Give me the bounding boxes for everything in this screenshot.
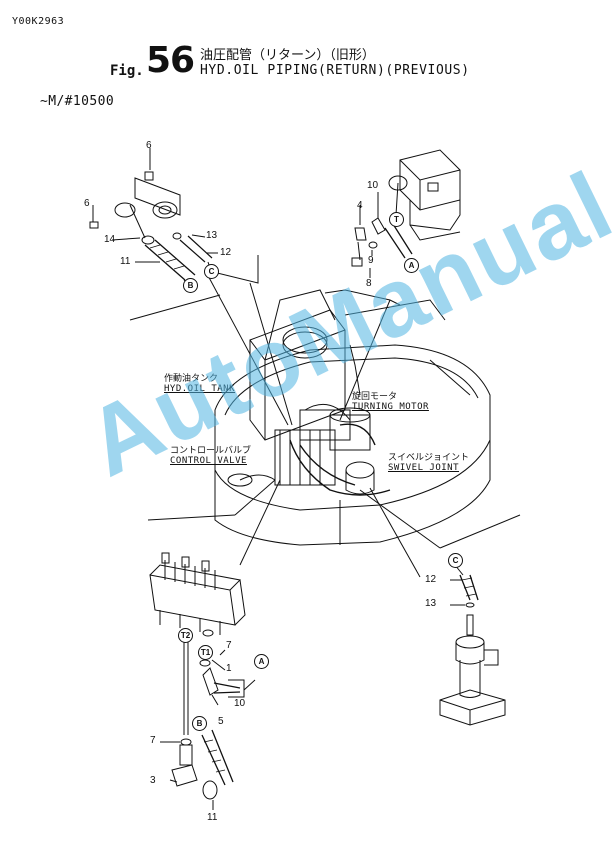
machine-upper-structure: [129, 289, 491, 546]
callout-control-valve-en: CONTROL VALVE: [170, 456, 247, 466]
part-number: 13: [425, 598, 437, 609]
title-japanese: 油圧配管（リターン）（旧形）: [200, 48, 375, 63]
part-number: 9: [368, 255, 374, 266]
part-number: 8: [366, 278, 372, 289]
part-number: 3: [150, 775, 156, 786]
part-number: 6: [146, 140, 152, 151]
detail-swivel-joint: [439, 564, 506, 726]
callout-control-valve: コントロールバルブ CONTROL VALVE: [170, 443, 251, 466]
connection-marker: B: [183, 278, 198, 293]
figure-prefix: Fig.: [110, 63, 144, 79]
connection-marker: T1: [198, 645, 213, 660]
callout-control-valve-jp: コントロールバルブ: [170, 446, 252, 456]
part-number: 11: [120, 256, 131, 267]
connection-marker: A: [254, 654, 269, 669]
connection-marker: T: [389, 212, 404, 227]
detail-control-valve: [149, 552, 256, 810]
connection-marker: C: [204, 264, 219, 279]
callout-hyd-oil-tank-jp: 作動油タンク: [164, 374, 219, 384]
leader-motor: [339, 299, 391, 421]
connection-marker: C: [448, 553, 463, 568]
document-id: Y00K2963: [12, 16, 65, 27]
figure-number: 56: [146, 40, 195, 81]
part-number: 5: [218, 716, 224, 727]
callout-turning-motor: 旋回モータ TURNING MOTOR: [352, 389, 429, 412]
part-number: 6: [84, 198, 90, 209]
callout-swivel-joint-jp: スイベルジョイント: [388, 453, 470, 463]
connection-marker: T2: [178, 628, 193, 643]
part-number: 12: [220, 247, 232, 258]
callout-swivel-joint-en: SWIVEL JOINT: [388, 463, 460, 473]
callout-turning-motor-en: TURNING MOTOR: [352, 402, 429, 412]
part-number: 13: [206, 230, 218, 241]
part-number: 7: [150, 735, 156, 746]
part-number: 7: [226, 640, 232, 651]
part-number: 12: [425, 574, 437, 585]
connection-marker: B: [192, 716, 207, 731]
callout-turning-motor-jp: 旋回モータ: [352, 392, 398, 402]
part-number: 14: [104, 234, 116, 245]
title-english: HYD.OIL PIPING(RETURN)(PREVIOUS): [200, 63, 470, 78]
serial-range: ~M/#10500: [40, 94, 115, 109]
leader-valve: [234, 479, 276, 516]
part-number: 4: [357, 200, 363, 211]
callout-hyd-oil-tank-en: HYD.OIL TANK: [164, 384, 236, 394]
part-number: 11: [207, 812, 218, 823]
detail-tank-outlet: [89, 148, 218, 286]
connection-marker: A: [404, 258, 419, 273]
callout-hyd-oil-tank: 作動油タンク HYD.OIL TANK: [164, 371, 235, 394]
callout-swivel-joint: スイベルジョイント SWIVEL JOINT: [388, 450, 469, 473]
leader-swivel: [359, 489, 441, 549]
leader-tank: [204, 269, 289, 426]
part-number: 10: [367, 180, 379, 191]
part-number: 1: [226, 663, 232, 674]
detail-turning-motor: [351, 149, 461, 278]
part-number: 10: [234, 698, 246, 709]
